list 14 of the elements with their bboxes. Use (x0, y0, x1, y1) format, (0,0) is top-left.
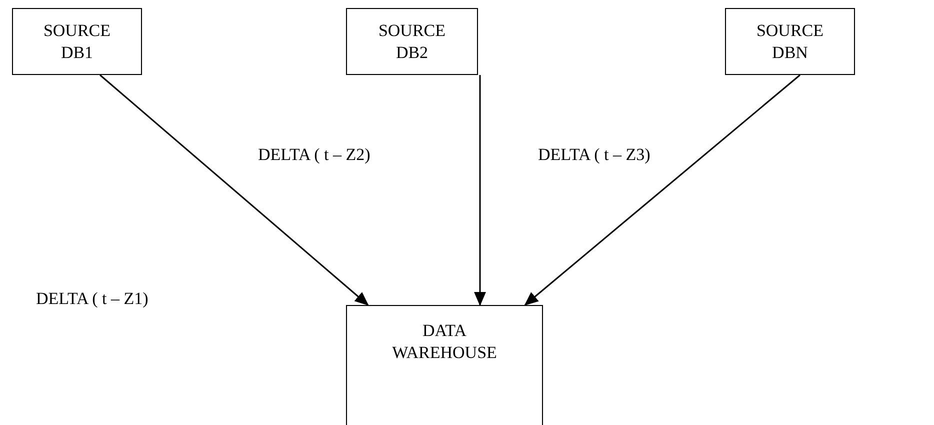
arrow (100, 74, 369, 306)
process-box (346, 8, 478, 75)
box-label: SOURCE DB1 (42, 20, 112, 64)
box-label: DATA WAREHOUSE (391, 320, 498, 364)
delta-label: DELTA ( t – Z1) (36, 289, 148, 309)
delta-label: DELTA ( t – Z3) (538, 145, 650, 165)
arrow (524, 74, 800, 306)
box-label: SOURCE DBN (755, 20, 825, 64)
process-box (725, 8, 855, 75)
box-label: SOURCE DB2 (377, 20, 447, 64)
arrow (474, 75, 486, 306)
process-box (346, 305, 543, 425)
delta-label: DELTA ( t – Z2) (258, 145, 370, 165)
process-box (12, 8, 142, 75)
